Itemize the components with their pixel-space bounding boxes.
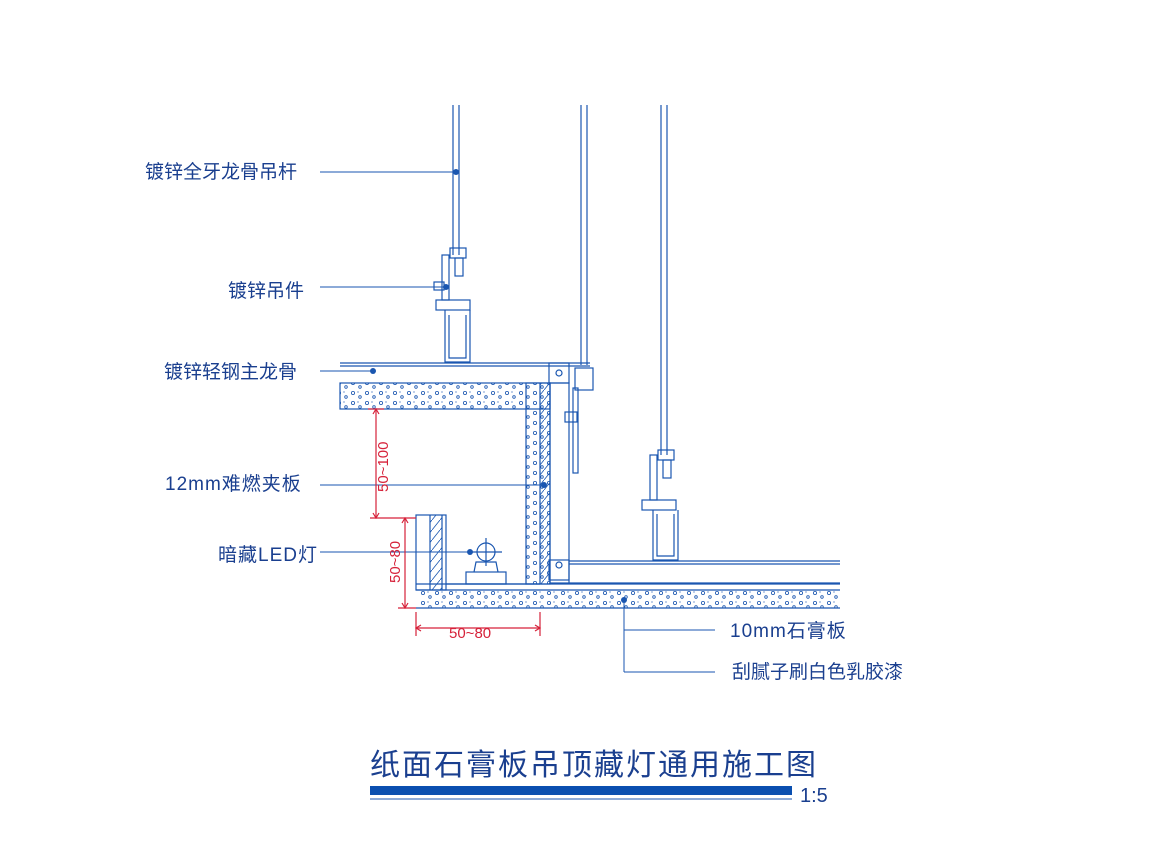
label-main-keel: 镀锌轻钢主龙骨	[164, 361, 297, 383]
upper-gypsum-board	[339, 382, 551, 410]
label-paint: 刮腻子刷白色乳胶漆	[732, 661, 903, 683]
hanger-rods	[452, 105, 668, 455]
vertical-board	[525, 382, 570, 585]
hanger-bracket-left	[433, 247, 471, 363]
dimension-lines	[368, 407, 542, 636]
leader-lines	[320, 169, 715, 673]
title-underline	[370, 786, 792, 795]
drawing-scale: 1:5	[800, 785, 828, 807]
dim-horizontal: 50~80	[449, 625, 491, 642]
label-led: 暗藏LED灯	[218, 544, 318, 566]
dim-vertical-lower: 50~80	[387, 541, 404, 583]
drawing-title: 纸面石膏板吊顶藏灯通用施工图	[370, 748, 818, 783]
label-hanger: 镀锌吊件	[228, 280, 304, 302]
label-plywood: 12mm难燃夹板	[165, 473, 302, 495]
led-fixture	[465, 538, 507, 585]
label-hanger-rod: 镀锌全牙龙骨吊杆	[145, 161, 297, 183]
hanger-bracket-right	[641, 449, 679, 561]
main-keel-lower	[569, 560, 840, 584]
main-keel-upper	[340, 362, 594, 474]
dim-vertical-upper: 50~100	[375, 442, 392, 492]
label-gypsum: 10mm石膏板	[730, 619, 847, 642]
